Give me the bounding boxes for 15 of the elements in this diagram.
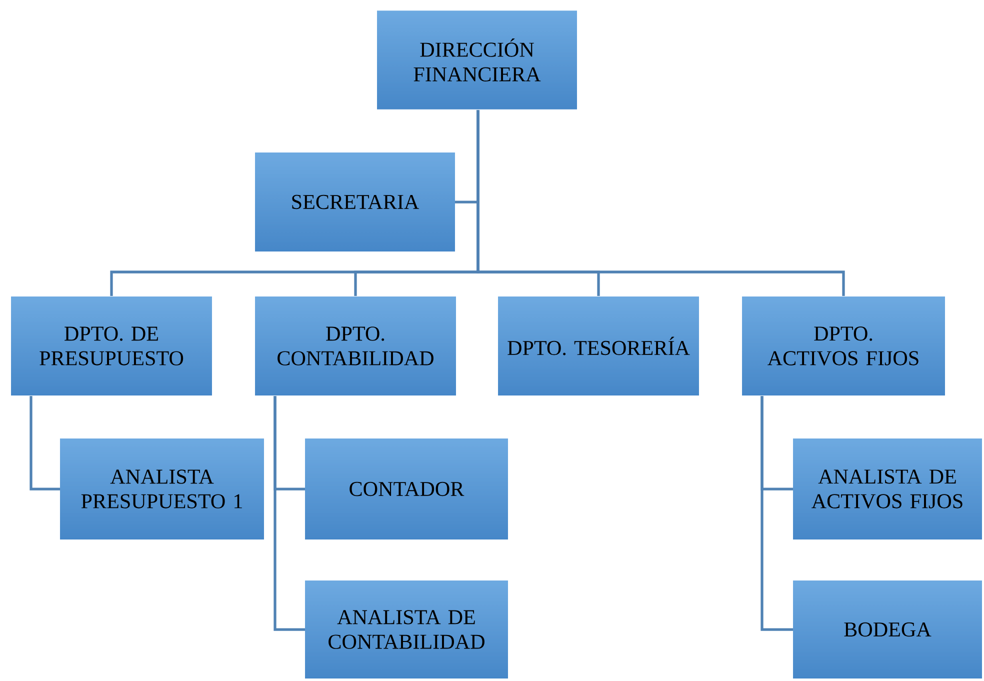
org-box: DIRECCIÓN FINANCIERA [376, 9, 578, 111]
org-box: DPTO. DE PRESUPUESTO [10, 295, 214, 397]
org-box: ANALISTA DE CONTABILIDAD [304, 579, 510, 680]
org-box: ANALISTA PRESUPUESTO 1 [58, 437, 266, 541]
org-box: BODEGA [792, 579, 984, 680]
org-box: SECRETARIA [254, 151, 456, 253]
org-box: DPTO. ACTIVOS FIJOS [740, 295, 946, 397]
org-box: DPTO. CONTABILIDAD [254, 295, 458, 397]
connector-line [476, 110, 845, 296]
org-box: ANALISTA DE ACTIVOS FIJOS [792, 437, 984, 541]
org-box: CONTADOR [304, 437, 510, 541]
org-box: DPTO. TESORERÍA [496, 295, 700, 397]
connector-line [274, 396, 305, 631]
connector-line [760, 396, 793, 631]
connector-line [30, 396, 60, 490]
